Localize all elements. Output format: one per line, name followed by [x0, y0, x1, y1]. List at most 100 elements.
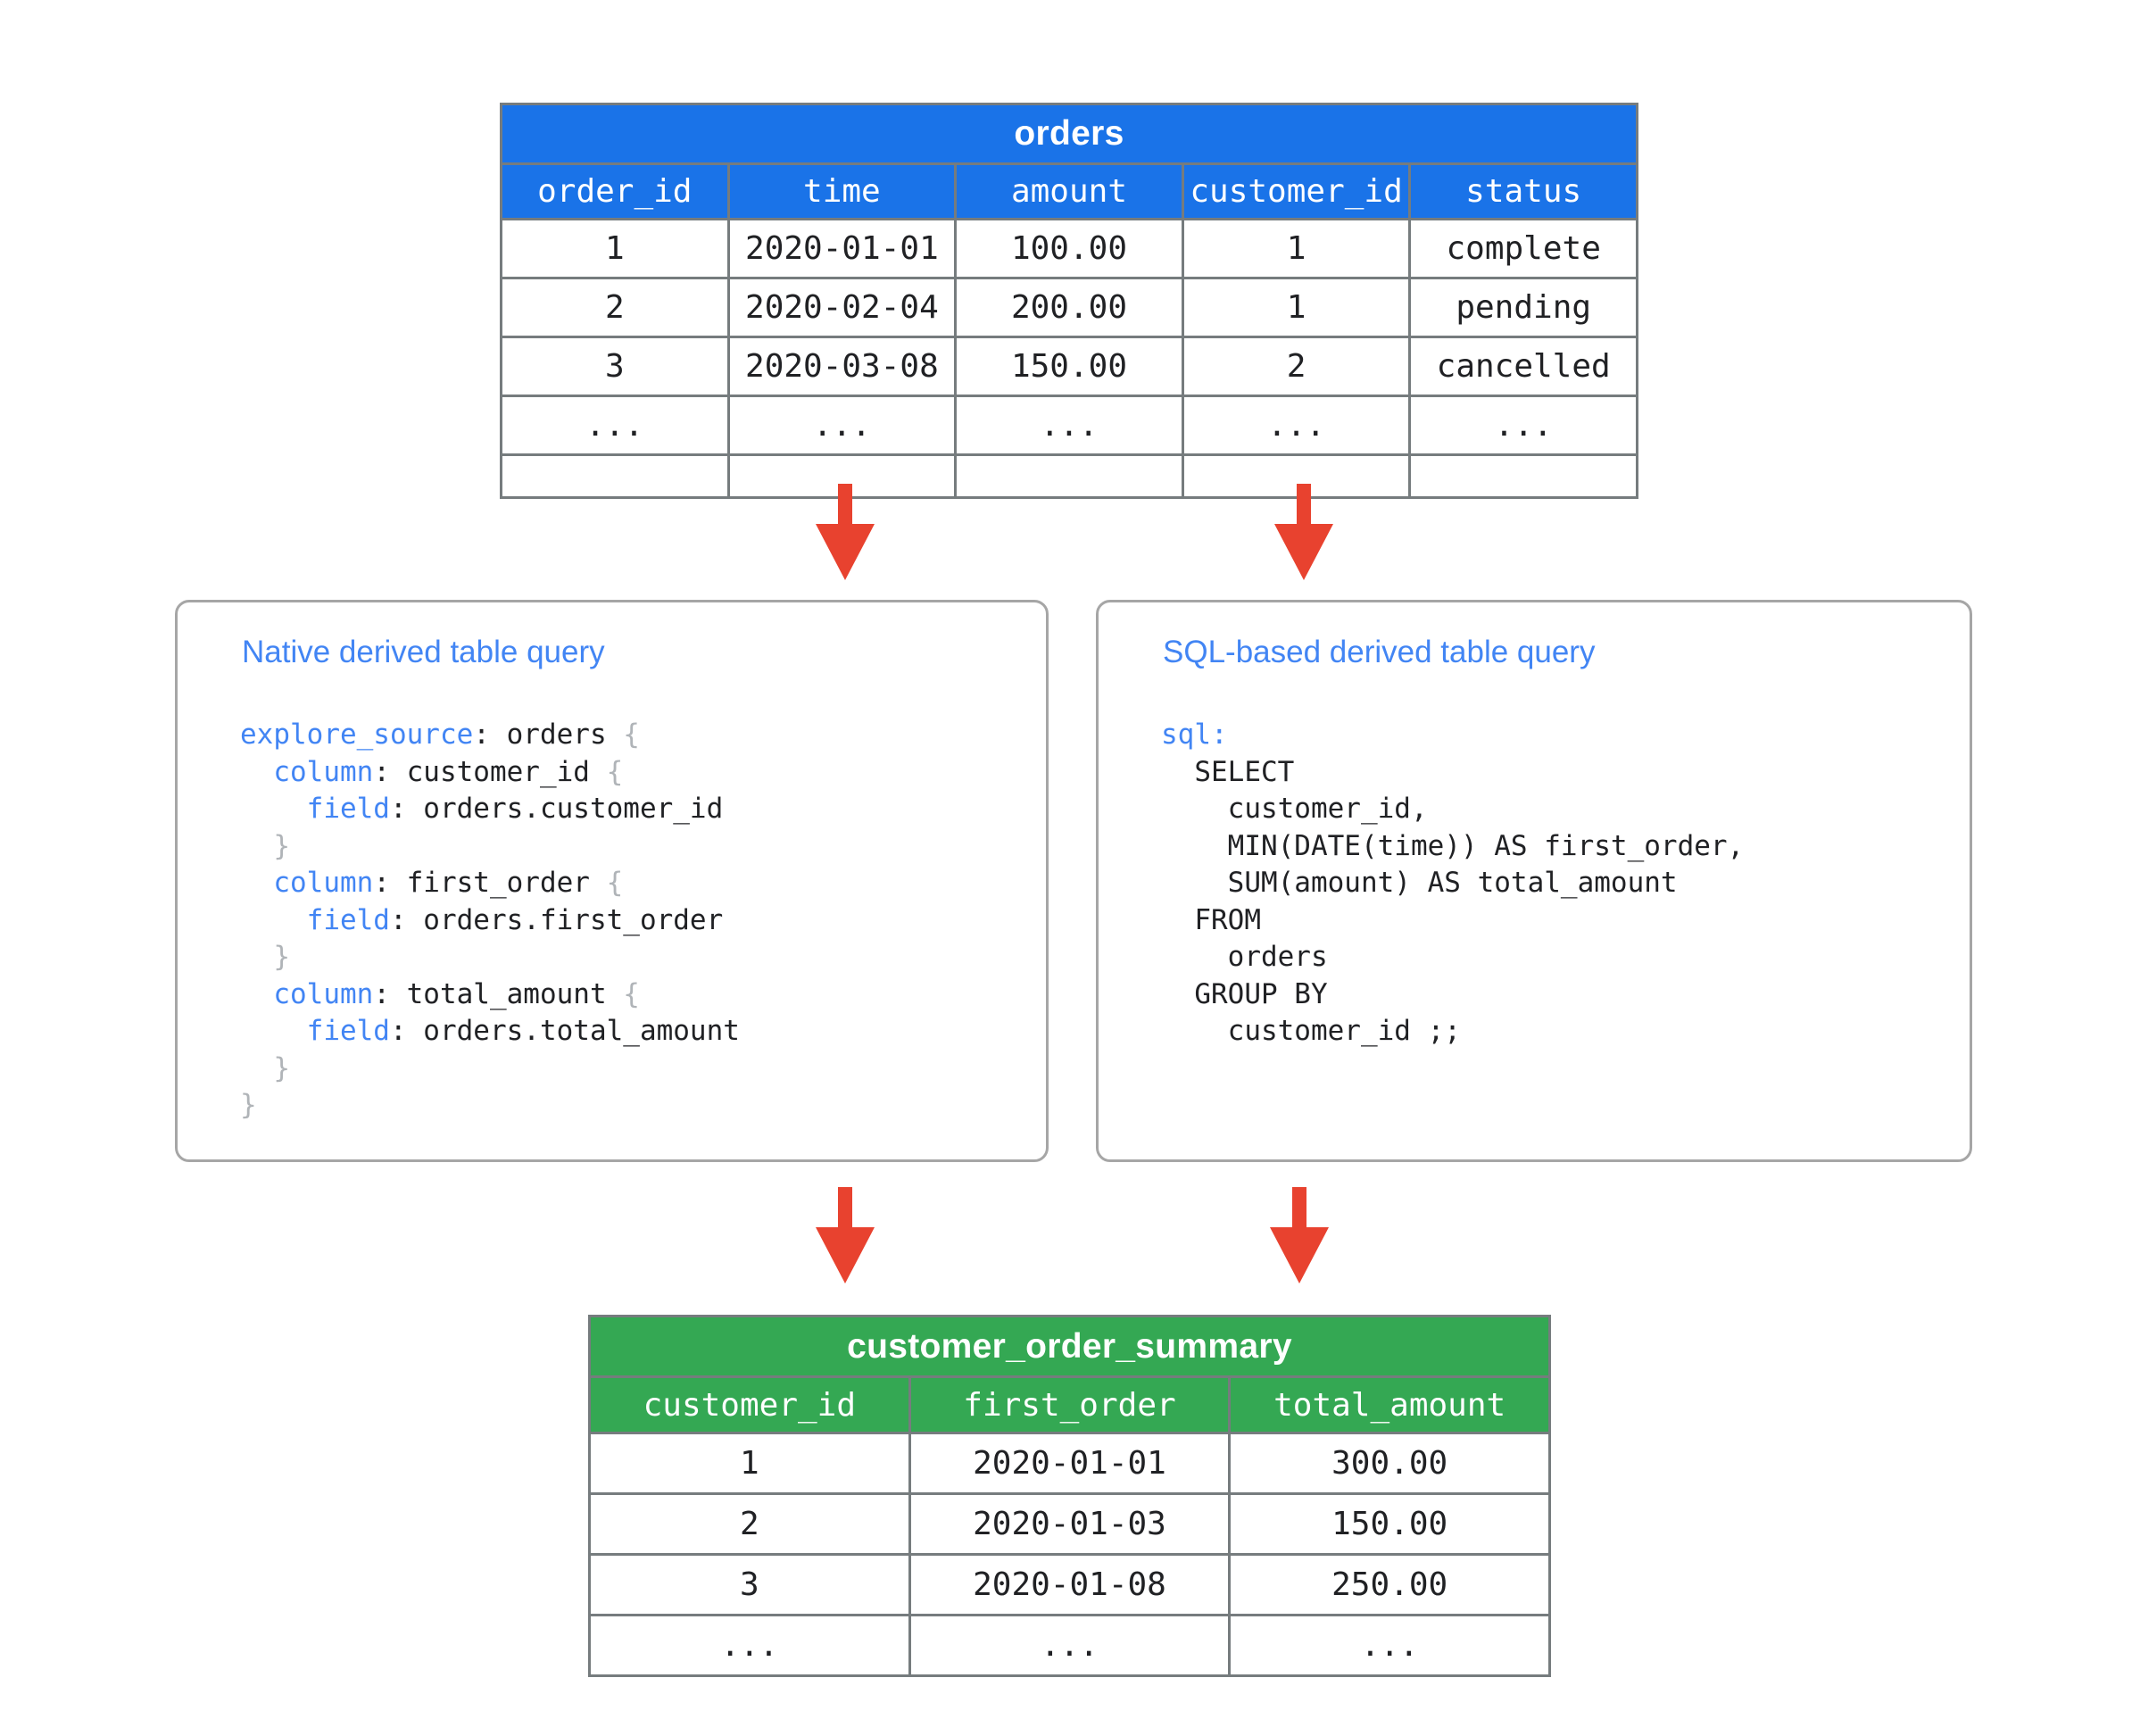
code-text [240, 1052, 273, 1084]
summary-cell: 2020-01-08 [908, 1553, 1232, 1616]
native-panel-title: Native derived table query [242, 635, 605, 669]
summary-table-body: customer_order_summary customer_id first… [588, 1315, 1551, 1677]
orders-cell: cancelled [1408, 336, 1638, 397]
code-text [240, 904, 307, 936]
code-brace: } [240, 1089, 257, 1121]
code-text: : orders.customer_id [389, 793, 724, 825]
native-derived-table-panel: Native derived table query explore_sourc… [175, 600, 1049, 1162]
sql-panel-title: SQL-based derived table query [1163, 635, 1596, 669]
orders-column-header-status: status [1408, 162, 1638, 220]
code-text [240, 756, 273, 788]
customer-order-summary-table: customer_order_summary customer_id first… [588, 1315, 1551, 1677]
code-text: : total_amount [373, 977, 624, 1010]
orders-header-row: order_id time amount customer_id status [500, 162, 1638, 220]
orders-cell: 1 [1181, 218, 1412, 279]
code-line: field: orders.first_order [240, 902, 740, 940]
summary-cell: 300.00 [1228, 1432, 1551, 1495]
orders-cell: 200.00 [954, 277, 1184, 338]
code-keyword: column [273, 867, 374, 899]
orders-table: orders order_id time amount customer_id … [500, 103, 1638, 499]
table-row-truncated [500, 453, 1638, 499]
summary-header-row: customer_id first_order total_amount [588, 1375, 1551, 1434]
code-line: } [240, 828, 740, 866]
arrow-sql-to-summary-icon [1268, 1187, 1331, 1290]
orders-cell: 3 [500, 336, 730, 397]
code-line: MIN(DATE(time)) AS first_order, [1161, 828, 1745, 866]
code-text: SUM(amount) AS total_amount [1161, 867, 1678, 899]
code-keyword: field [306, 793, 390, 825]
orders-column-header-amount: amount [954, 162, 1184, 220]
orders-cell: ... [726, 395, 958, 456]
orders-cell: 150.00 [954, 336, 1184, 397]
code-text [240, 867, 273, 899]
orders-table-title: orders [500, 103, 1638, 165]
summary-cell: 150.00 [1228, 1492, 1551, 1556]
code-text: customer_id ;; [1161, 1015, 1461, 1047]
code-brace: } [273, 941, 290, 973]
code-line: field: orders.customer_id [240, 791, 740, 828]
code-line: customer_id, [1161, 791, 1744, 828]
summary-cell: ... [588, 1614, 911, 1677]
table-row-ellipsis: ... ... ... ... ... [500, 395, 1638, 456]
orders-cell: pending [1408, 277, 1638, 338]
summary-cell: ... [1228, 1614, 1551, 1677]
code-text: : first_order [373, 867, 607, 899]
summary-column-header-first-order: first_order [908, 1375, 1232, 1434]
orders-cell: 2020-03-08 [726, 336, 958, 397]
code-line: GROUP BY [1161, 976, 1744, 1014]
code-line: column: first_order { [240, 865, 740, 902]
orders-cell: ... [1181, 395, 1412, 456]
orders-cell [1408, 453, 1638, 499]
summary-title-row: customer_order_summary [588, 1315, 1551, 1378]
orders-column-header-order-id: order_id [500, 162, 730, 220]
sql-derived-table-panel: SQL-based derived table query sql: SELEC… [1096, 600, 1972, 1162]
code-text: GROUP BY [1161, 977, 1328, 1010]
code-text: FROM [1161, 903, 1261, 936]
code-line: SUM(amount) AS total_amount [1161, 865, 1744, 902]
orders-column-header-customer-id: customer_id [1181, 162, 1412, 220]
orders-cell [1181, 453, 1412, 499]
orders-cell: complete [1408, 218, 1638, 279]
code-text [240, 830, 273, 862]
table-row: 3 2020-03-08 150.00 2 cancelled [500, 336, 1638, 397]
orders-cell: 1 [1181, 277, 1412, 338]
code-line: column: customer_id { [240, 754, 740, 792]
summary-column-header-customer-id: customer_id [588, 1375, 911, 1434]
summary-cell: 3 [588, 1553, 911, 1616]
code-line: orders [1161, 939, 1744, 976]
code-line: sql: [1161, 717, 1744, 754]
code-brace: } [273, 829, 290, 862]
table-row: 2 2020-02-04 200.00 1 pending [500, 277, 1638, 338]
orders-cell: ... [1408, 395, 1638, 456]
orders-table-body: orders order_id time amount customer_id … [500, 103, 1638, 499]
arrow-native-to-summary-icon [814, 1187, 876, 1290]
code-brace: { [623, 977, 640, 1010]
summary-cell: ... [908, 1614, 1232, 1677]
summary-column-header-total-amount: total_amount [1228, 1375, 1551, 1434]
code-brace: { [606, 867, 624, 899]
orders-cell: 2020-01-01 [726, 218, 958, 279]
code-line: } [240, 1051, 740, 1088]
code-keyword: column [273, 977, 374, 1010]
summary-cell: 2020-01-01 [908, 1432, 1232, 1495]
orders-cell: 2 [1181, 336, 1412, 397]
orders-title-row: orders [500, 103, 1638, 165]
code-line: customer_id ;; [1161, 1013, 1744, 1051]
arrow-orders-to-native-icon [814, 484, 876, 586]
orders-cell: ... [500, 395, 730, 456]
summary-cell: 1 [588, 1432, 911, 1495]
summary-cell: 2 [588, 1492, 911, 1556]
orders-cell: 2 [500, 277, 730, 338]
summary-table-title: customer_order_summary [588, 1315, 1551, 1378]
orders-cell [954, 453, 1184, 499]
code-text: customer_id, [1161, 793, 1428, 825]
code-line: } [240, 939, 740, 976]
code-keyword: field [306, 1015, 390, 1047]
code-keyword: column [273, 755, 374, 788]
orders-cell: 1 [500, 218, 730, 279]
code-brace: } [273, 1051, 290, 1084]
orders-cell [500, 453, 730, 499]
code-text: : orders.total_amount [389, 1015, 740, 1047]
orders-column-header-time: time [726, 162, 958, 220]
orders-cell: ... [954, 395, 1184, 456]
